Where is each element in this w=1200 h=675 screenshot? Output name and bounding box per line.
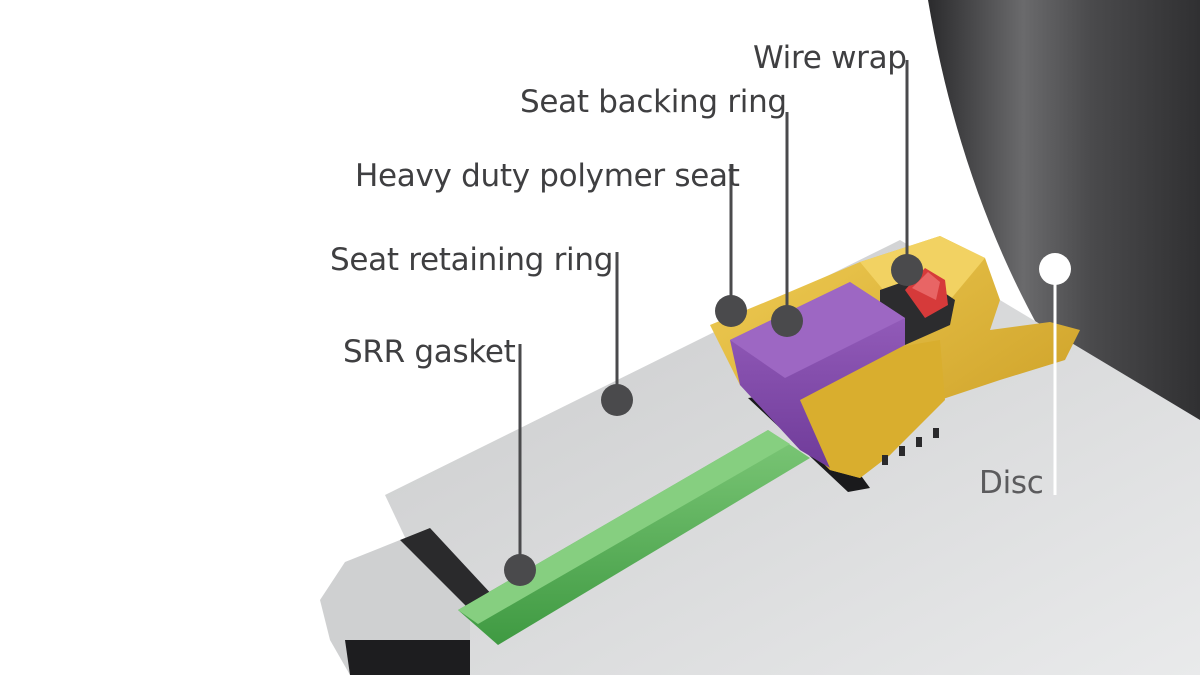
backing-ring-front-block [795,340,945,478]
label-wire-wrap: Wire wrap [753,40,907,76]
gasket-body [458,430,810,645]
callouts [504,60,1071,586]
polymer-seat-top [730,282,905,378]
srr-gasket [458,430,810,645]
callout-dot-polymer-seat [715,295,747,327]
label-srr-gasket: SRR gasket [343,334,516,370]
callout-dot-disc [1039,253,1071,285]
wire-wrap-highlight [912,272,940,300]
backing-ring-teeth [882,428,939,465]
gasket-top-face [458,430,790,624]
callout-dot-srr-gasket [504,554,536,586]
callout-dot-seat-backing-ring [771,305,803,337]
callout-dot-wire-wrap [891,254,923,286]
retaining-ring-slot [400,528,495,610]
callout-dot-seat-retaining-ring [601,384,633,416]
label-seat-backing-ring: Seat backing ring [520,84,787,120]
disc-body [928,0,1200,470]
label-polymer-seat: Heavy duty polymer seat [355,158,740,194]
label-disc: Disc [979,465,1044,501]
retaining-ring-underside [345,640,470,675]
label-seat-retaining-ring: Seat retaining ring [330,242,614,278]
